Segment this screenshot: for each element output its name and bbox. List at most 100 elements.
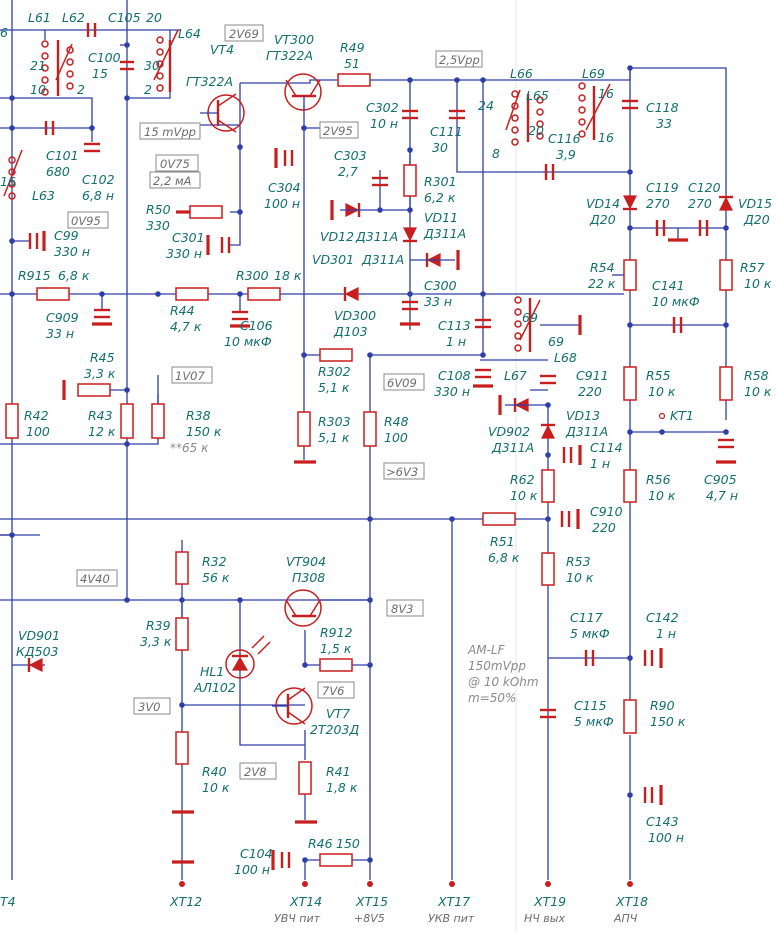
label-c104: C104 xyxy=(240,846,273,861)
label-r39: R39 xyxy=(146,618,171,633)
junction xyxy=(9,125,15,131)
label-r58: R58 xyxy=(744,368,769,383)
resistor-r44 xyxy=(175,287,209,301)
resistor-r301 xyxy=(403,164,417,197)
label-c114-value: 1 н xyxy=(590,456,610,471)
label-c301-value: 330 н xyxy=(166,246,202,261)
capacitor-c303 xyxy=(372,176,388,187)
junction xyxy=(9,532,15,538)
resistor-r49 xyxy=(337,73,371,87)
label-xt14: XT14 xyxy=(289,894,322,909)
label-vt7-type: 2Т203Д xyxy=(310,722,359,737)
junction xyxy=(302,857,308,863)
label-r49-value: 51 xyxy=(344,56,360,71)
label-l64-tap: 2 xyxy=(144,82,152,97)
resistor-r54 xyxy=(623,259,637,291)
label-r42-value: 100 xyxy=(26,424,50,439)
junction xyxy=(407,207,413,213)
label-c142-value: 1 н xyxy=(656,626,676,641)
label-c141-value: 10 мкФ xyxy=(652,294,700,309)
junction xyxy=(155,291,161,297)
label-xt18-signal: АПЧ xyxy=(613,912,638,925)
voltage-3v0: 3V0 xyxy=(138,700,161,714)
resistor-r915 xyxy=(36,287,70,301)
label-r49: R49 xyxy=(340,40,365,55)
label-l68-tap: 69 xyxy=(548,334,564,349)
junction xyxy=(367,597,373,603)
resistor-r38 xyxy=(151,403,165,439)
junction xyxy=(449,516,455,522)
junction xyxy=(9,238,15,244)
label-c115-value: 5 мкФ xyxy=(574,714,614,729)
capacitor-c101 xyxy=(44,121,55,135)
resistor-r303 xyxy=(294,411,316,464)
label-r62: R62 xyxy=(510,472,535,487)
label-c909-value: 33 н xyxy=(46,326,74,341)
label-r912: R912 xyxy=(320,625,353,640)
resistor-r300 xyxy=(247,287,281,301)
label-r57-value: 10 к xyxy=(744,276,772,291)
label-vd13-type: Д311А xyxy=(565,424,608,439)
label-c118-value: 33 xyxy=(656,116,672,131)
label-kt1: KT1 xyxy=(670,408,694,423)
label-xt12: XT12 xyxy=(169,894,202,909)
diode-vd13 xyxy=(541,423,555,439)
label-r32: R32 xyxy=(202,554,227,569)
junction xyxy=(407,77,413,83)
note-am-depth: m=50% xyxy=(468,691,516,705)
junction xyxy=(723,429,729,435)
label-c104-value: 100 н xyxy=(234,862,270,877)
resistor-r51 xyxy=(482,512,516,526)
junction xyxy=(124,441,130,447)
label-c142: C142 xyxy=(646,610,679,625)
label-xt19: XT19 xyxy=(533,894,566,909)
label-r303: R303 xyxy=(318,414,351,429)
note-am-level: 150mVpp xyxy=(468,659,526,673)
label-r915-value: 6,8 к xyxy=(58,268,90,283)
label-r301-value: 6,2 к xyxy=(424,190,456,205)
resistor-r58 xyxy=(719,366,733,401)
label-r39-value: 3,3 к xyxy=(140,634,172,649)
label-r53-value: 10 к xyxy=(566,570,594,585)
capacitor-c99 xyxy=(28,231,46,251)
junction xyxy=(407,291,413,297)
junction xyxy=(480,352,486,358)
label-l62-turns: 2 xyxy=(77,82,85,97)
connector-xt15-pin xyxy=(367,881,373,887)
resistor-r55 xyxy=(623,366,637,401)
capacitor-c909 xyxy=(92,308,112,326)
label-vd14: VD14 xyxy=(586,196,620,211)
resistor-r42 xyxy=(5,403,19,439)
label-c143: C143 xyxy=(646,814,679,829)
junction xyxy=(124,42,130,48)
junction xyxy=(545,452,551,458)
label-r62-value: 10 к xyxy=(510,488,538,503)
junction xyxy=(659,429,665,435)
label-c301: C301 xyxy=(172,230,205,245)
label-r50-value: 330 xyxy=(146,218,170,233)
junction xyxy=(627,792,633,798)
label-l61-tap: 10 xyxy=(30,82,46,97)
capacitor-c119 xyxy=(655,220,688,242)
connector-xt18-pin xyxy=(627,881,633,887)
capacitor-c143 xyxy=(643,785,663,805)
capacitor-c115 xyxy=(540,708,556,719)
resistor-r48 xyxy=(363,411,377,447)
label-l65-turns: 20 xyxy=(528,123,544,138)
resistor-r43 xyxy=(120,403,134,439)
junction xyxy=(407,147,413,153)
label-xt15-signal: +8V5 xyxy=(354,912,385,925)
label-r48: R48 xyxy=(384,414,409,429)
label-c905-value: 4,7 н xyxy=(706,488,738,503)
label-c106: C106 xyxy=(240,318,273,333)
label-c105-value: 20 xyxy=(146,10,162,25)
label-c143-value: 100 н xyxy=(648,830,684,845)
label-c909: C909 xyxy=(46,310,79,325)
note-am-load: @ 10 kOhm xyxy=(468,675,539,689)
label-c911: C911 xyxy=(576,368,609,383)
voltage-2v8: 2V8 xyxy=(244,765,267,779)
label-xt15: XT15 xyxy=(355,894,388,909)
label-xt18: XT18 xyxy=(615,894,648,909)
label-c116: C116 xyxy=(548,131,581,146)
voltage-2v5pp: 2,5Vpp xyxy=(439,53,480,67)
